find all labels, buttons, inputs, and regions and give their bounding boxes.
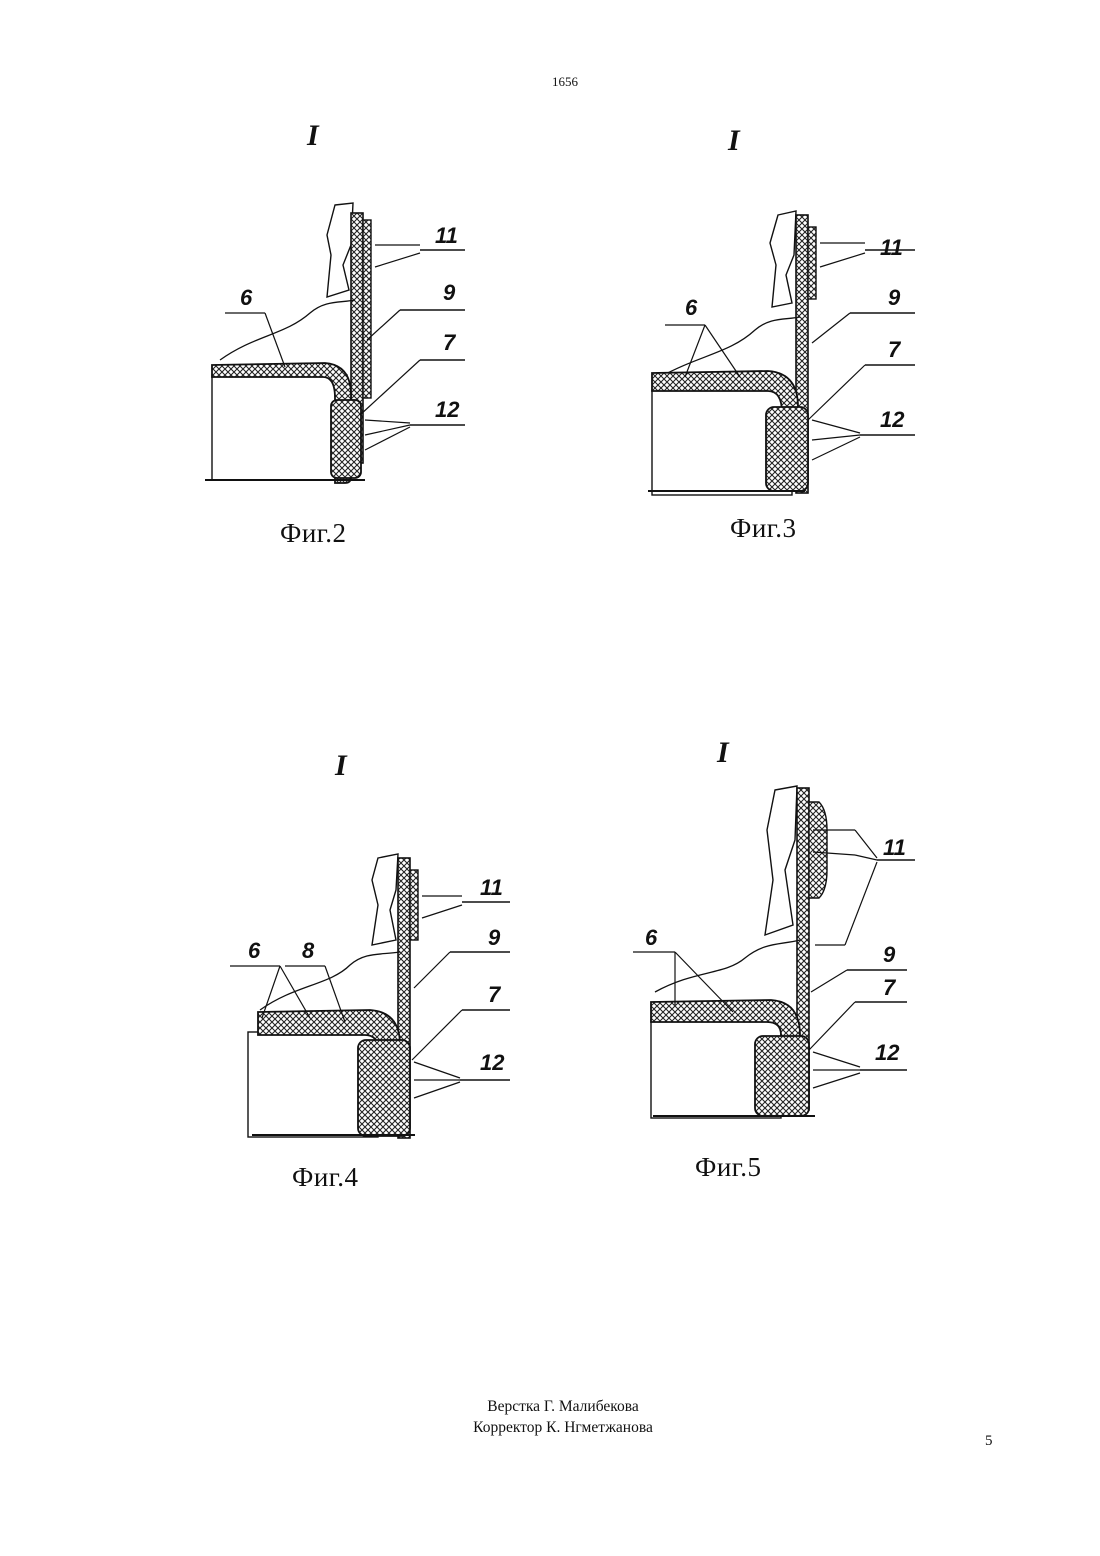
corrector-credit: Корректор К. Нгметжанова: [0, 1417, 1100, 1438]
label-7: 7: [488, 982, 502, 1007]
layout-credit: Верстка Г. Малибекова: [0, 1396, 1100, 1417]
figure-caption: Фиг.3: [730, 513, 797, 544]
figure-4: I 11 9 6 8 7 12 Фиг.4: [200, 740, 530, 1180]
label-12: 12: [880, 407, 905, 432]
figure-4-drawing: I 11 9 6 8 7 12: [200, 740, 530, 1180]
label-12: 12: [480, 1050, 505, 1075]
label-11: 11: [883, 835, 906, 860]
figure-2-drawing: I 11 9 6 7 12: [195, 105, 525, 545]
label-9: 9: [883, 942, 896, 967]
label-6: 6: [685, 295, 698, 320]
figure-caption: Фиг.4: [292, 1162, 359, 1193]
figure-caption: Фиг.5: [695, 1152, 762, 1183]
label-9: 9: [488, 925, 501, 950]
label-11: 11: [880, 235, 903, 260]
label-11: 11: [480, 875, 503, 900]
figure-5: I 11 9 6 7 12 Фиг.5: [615, 730, 945, 1170]
label-12: 12: [435, 397, 460, 422]
label-11: 11: [435, 223, 458, 248]
label-7: 7: [443, 330, 457, 355]
label-9: 9: [888, 285, 901, 310]
credits: Верстка Г. Малибекова Корректор К. Нгмет…: [0, 1396, 1100, 1438]
label-7: 7: [883, 975, 897, 1000]
label-6: 6: [248, 938, 261, 963]
label-6: 6: [645, 925, 658, 950]
label-7: 7: [888, 337, 902, 362]
detail-mark: I: [727, 124, 741, 157]
label-8: 8: [302, 938, 315, 963]
figure-caption: Фиг.2: [280, 518, 347, 549]
page-number: 5: [985, 1433, 993, 1450]
label-9: 9: [443, 280, 456, 305]
label-6: 6: [240, 285, 253, 310]
figure-5-drawing: I 11 9 6 7 12: [615, 730, 945, 1170]
detail-mark: I: [306, 119, 320, 152]
figure-2: I 11 9 6 7 12 Фиг.2: [195, 105, 525, 545]
detail-mark: I: [334, 749, 348, 782]
figure-3-drawing: I 11 9 6 7 12: [640, 115, 970, 555]
figure-3: I 11 9 6 7 12 Фиг.3: [640, 115, 970, 555]
document-number: 1656: [0, 74, 1100, 90]
label-12: 12: [875, 1040, 900, 1065]
detail-mark: I: [716, 736, 730, 769]
